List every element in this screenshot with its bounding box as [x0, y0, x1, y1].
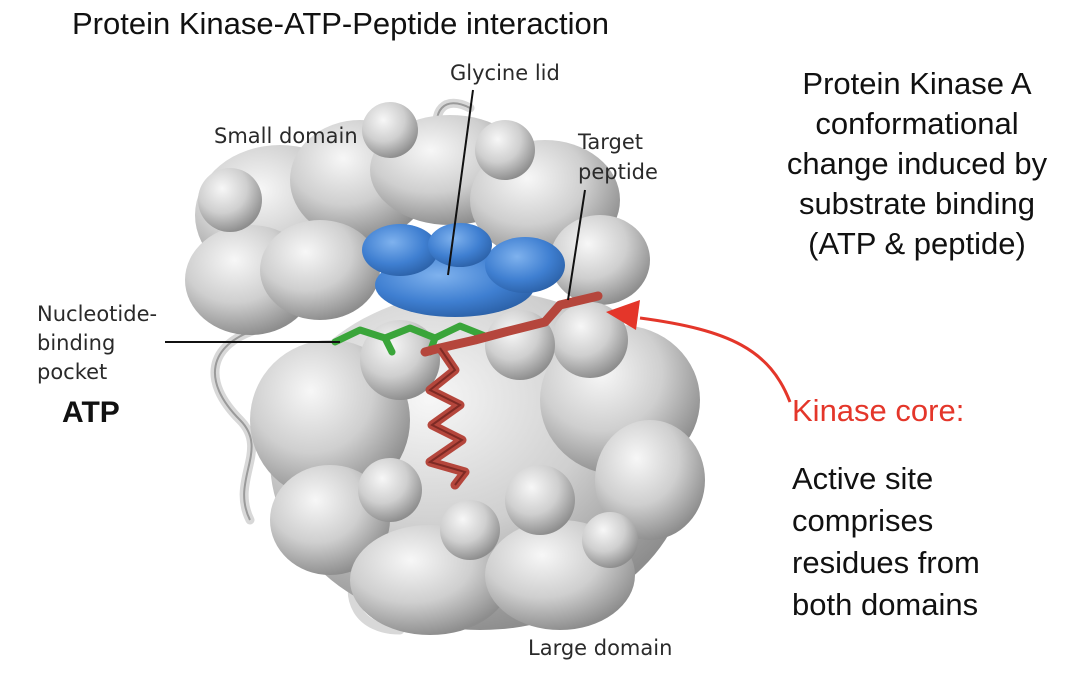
description-line: both domains	[792, 587, 979, 622]
label-target-peptide: Target peptide	[578, 127, 658, 187]
label-atp: ATP	[62, 396, 120, 429]
label-small-domain: Small domain	[214, 124, 358, 148]
label-line: pocket	[37, 360, 108, 384]
caption-line: (ATP & peptide)	[808, 226, 1026, 261]
caption-line: conformational	[815, 106, 1019, 141]
kinase-core-arrow	[639, 316, 792, 403]
label-line: binding	[37, 331, 116, 355]
caption-conformational-change: Protein Kinase A conformational change i…	[752, 64, 1082, 264]
slide-title: Protein Kinase-ATP-Peptide interaction	[72, 6, 610, 41]
kinase-core-heading: Kinase core:	[792, 393, 965, 428]
caption-line: substrate binding	[798, 186, 1036, 221]
label-nucleotide-binding-pocket: Nucleotide- binding pocket	[37, 300, 157, 387]
arrowhead-icon	[606, 300, 640, 330]
label-glycine-lid: Glycine lid	[450, 61, 560, 85]
large-domain-surface	[250, 290, 705, 635]
label-line: peptide	[578, 160, 658, 184]
active-site-description: Active site comprises residues from both…	[792, 458, 980, 626]
caption-line: Protein Kinase A	[802, 66, 1032, 101]
leader-lines	[165, 89, 586, 343]
description-line: comprises	[792, 503, 934, 538]
caption-line: change induced by	[786, 146, 1048, 181]
label-large-domain: Large domain	[528, 636, 673, 660]
description-line: residues from	[792, 545, 980, 580]
description-line: Active site	[792, 461, 934, 496]
label-line: Nucleotide-	[37, 302, 158, 326]
glycine-lid-region	[362, 223, 565, 317]
small-domain-surface	[185, 102, 650, 335]
label-line: Target	[578, 130, 643, 154]
